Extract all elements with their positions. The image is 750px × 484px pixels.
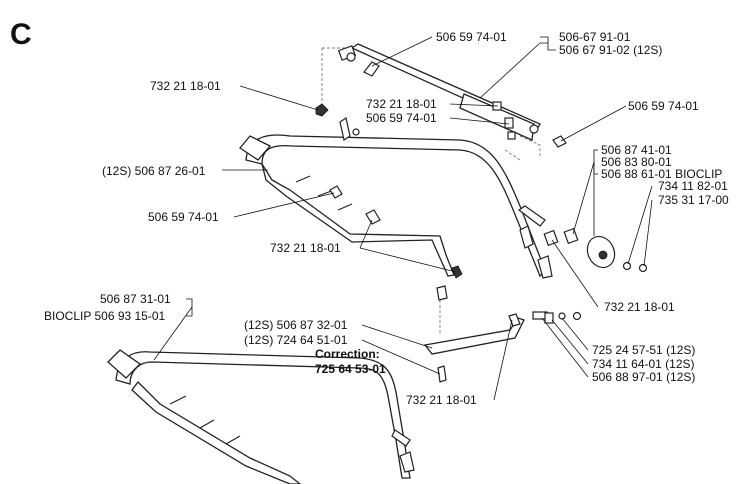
label-506-88-61-01-bioclip: 506 88 61-01 BIOCLIP: [601, 167, 722, 181]
label-506-59-74-01-mid: 506 59 74-01: [366, 111, 437, 125]
label-506-88-97-01-12s: 506 88 97-01 (12S): [592, 370, 695, 384]
label-506-87-41-01: 506 87 41-01: [601, 143, 672, 157]
lower-bracket: [423, 300, 582, 383]
label-732-21-18-01-mid: 732 21 18-01: [366, 97, 437, 111]
label-bioclip-506-93-15-01: BIOCLIP 506 93 15-01: [44, 309, 166, 323]
label-735-31-17-00: 735 31 17-00: [658, 193, 729, 207]
label-correction: Correction:: [315, 347, 380, 361]
label-506-87-26-01-12s: (12S) 506 87 26-01: [102, 164, 206, 178]
label-734-11-64-01-12s: 734 11 64-01 (12S): [592, 357, 695, 371]
label-725-24-57-51-12s: 725 24 57-51 (12S): [592, 343, 695, 357]
label-506-83-80-01: 506 83 80-01: [601, 155, 672, 169]
label-725-64-53-01: 725 64 53-01: [315, 362, 386, 376]
label-506-87-32-01-12s: (12S) 506 87 32-01: [244, 318, 348, 332]
leader-lines: [153, 36, 653, 401]
wheel-assembly: [543, 227, 648, 273]
lower-handle-frame: [107, 349, 415, 484]
label-724-64-51-01-12s: (12S) 724 64 51-01: [244, 333, 348, 347]
label-506-59-74-01-right: 506 59 74-01: [628, 99, 699, 113]
label-732-21-18-01-lower: 732 21 18-01: [270, 241, 341, 255]
upper-handle-frame: [239, 134, 553, 279]
label-506-67-91-01: 506-67 91-01: [559, 30, 631, 44]
label-732-21-18-01-left: 732 21 18-01: [150, 79, 221, 93]
label-734-11-82-01: 734 11 82-01: [658, 179, 728, 193]
section-letter: C: [10, 18, 32, 51]
label-732-21-18-01-right: 732 21 18-01: [604, 300, 675, 314]
label-732-21-18-01-bottom: 732 21 18-01: [406, 393, 477, 407]
label-506-59-74-01-top: 506 59 74-01: [436, 30, 507, 44]
part-labels: 506 59 74-01 506-67 91-01 506 67 91-02 (…: [44, 30, 729, 407]
label-506-59-74-01-left: 506 59 74-01: [148, 210, 219, 224]
label-506-67-91-02-12s: 506 67 91-02 (12S): [559, 43, 662, 57]
label-506-87-31-01: 506 87 31-01: [100, 292, 171, 306]
